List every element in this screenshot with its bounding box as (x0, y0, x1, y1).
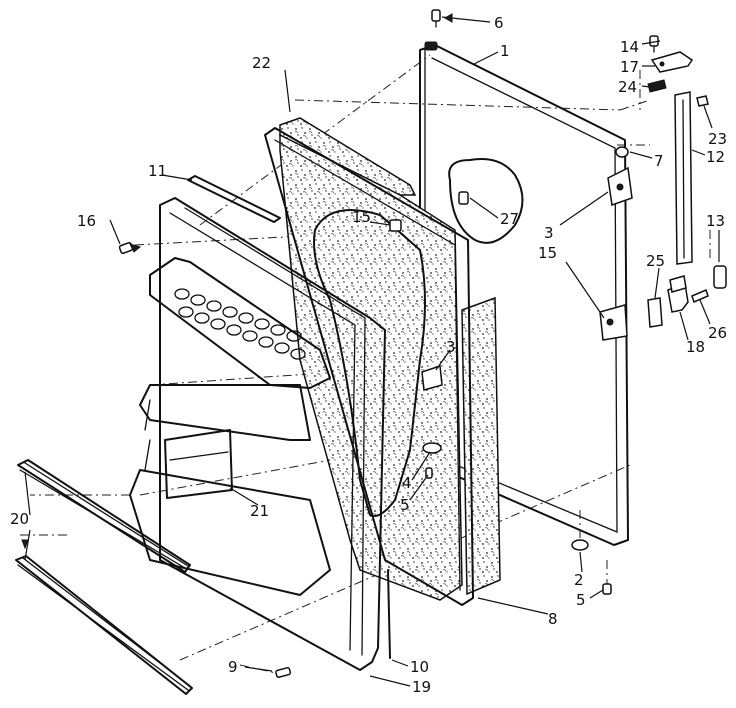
callout-5-right: 5 (576, 591, 586, 609)
inner-frame (264, 127, 474, 606)
arrowheads (21, 13, 453, 550)
screw-14 (649, 35, 659, 53)
insulation-strip-right (461, 296, 501, 596)
callout-21: 21 (250, 502, 269, 520)
leader-lines (24, 16, 720, 687)
callout-3-upper: 3 (544, 224, 554, 242)
callout-15-upper: 15 (352, 208, 371, 226)
callout-25: 25 (646, 252, 665, 270)
callout-27: 27 (500, 210, 519, 228)
callout-15-right: 15 (538, 244, 557, 262)
callout-5-left: 5 (400, 496, 410, 514)
callout-14: 14 (620, 38, 639, 56)
callout-23: 23 (708, 130, 727, 148)
callout-26: 26 (708, 324, 727, 342)
screw-6 (431, 9, 441, 28)
shelf-rail-upper (17, 459, 191, 573)
callout-11: 11 (148, 162, 167, 180)
callout-19: 19 (412, 678, 431, 696)
callout-2: 2 (574, 571, 584, 589)
callout-13: 13 (706, 212, 725, 230)
callout-9: 9 (228, 658, 238, 676)
top-trim-strip (187, 175, 281, 223)
callout-20: 20 (10, 510, 29, 528)
foam-liner (279, 117, 463, 601)
door-liner (129, 197, 386, 671)
egg-holder-row (174, 288, 306, 360)
callout-3-lower: 3 (446, 338, 456, 356)
callout-8: 8 (548, 610, 558, 628)
callout-22: 22 (252, 54, 271, 72)
callout-12: 12 (706, 148, 725, 166)
callout-6: 6 (494, 14, 504, 32)
callout-4: 4 (402, 474, 412, 492)
callout-7: 7 (654, 152, 664, 170)
callout-17: 17 (620, 58, 639, 76)
callout-10: 10 (410, 658, 429, 676)
callout-labels: 1 2 3 3 4 5 5 6 7 8 9 10 11 12 13 14 15 … (10, 14, 727, 696)
callout-24: 24 (618, 78, 637, 96)
hardware-parts (118, 9, 727, 678)
callout-18: 18 (686, 338, 705, 356)
callout-16: 16 (77, 212, 96, 230)
callout-1: 1 (500, 42, 510, 60)
shelf-rail-lower (15, 555, 193, 695)
